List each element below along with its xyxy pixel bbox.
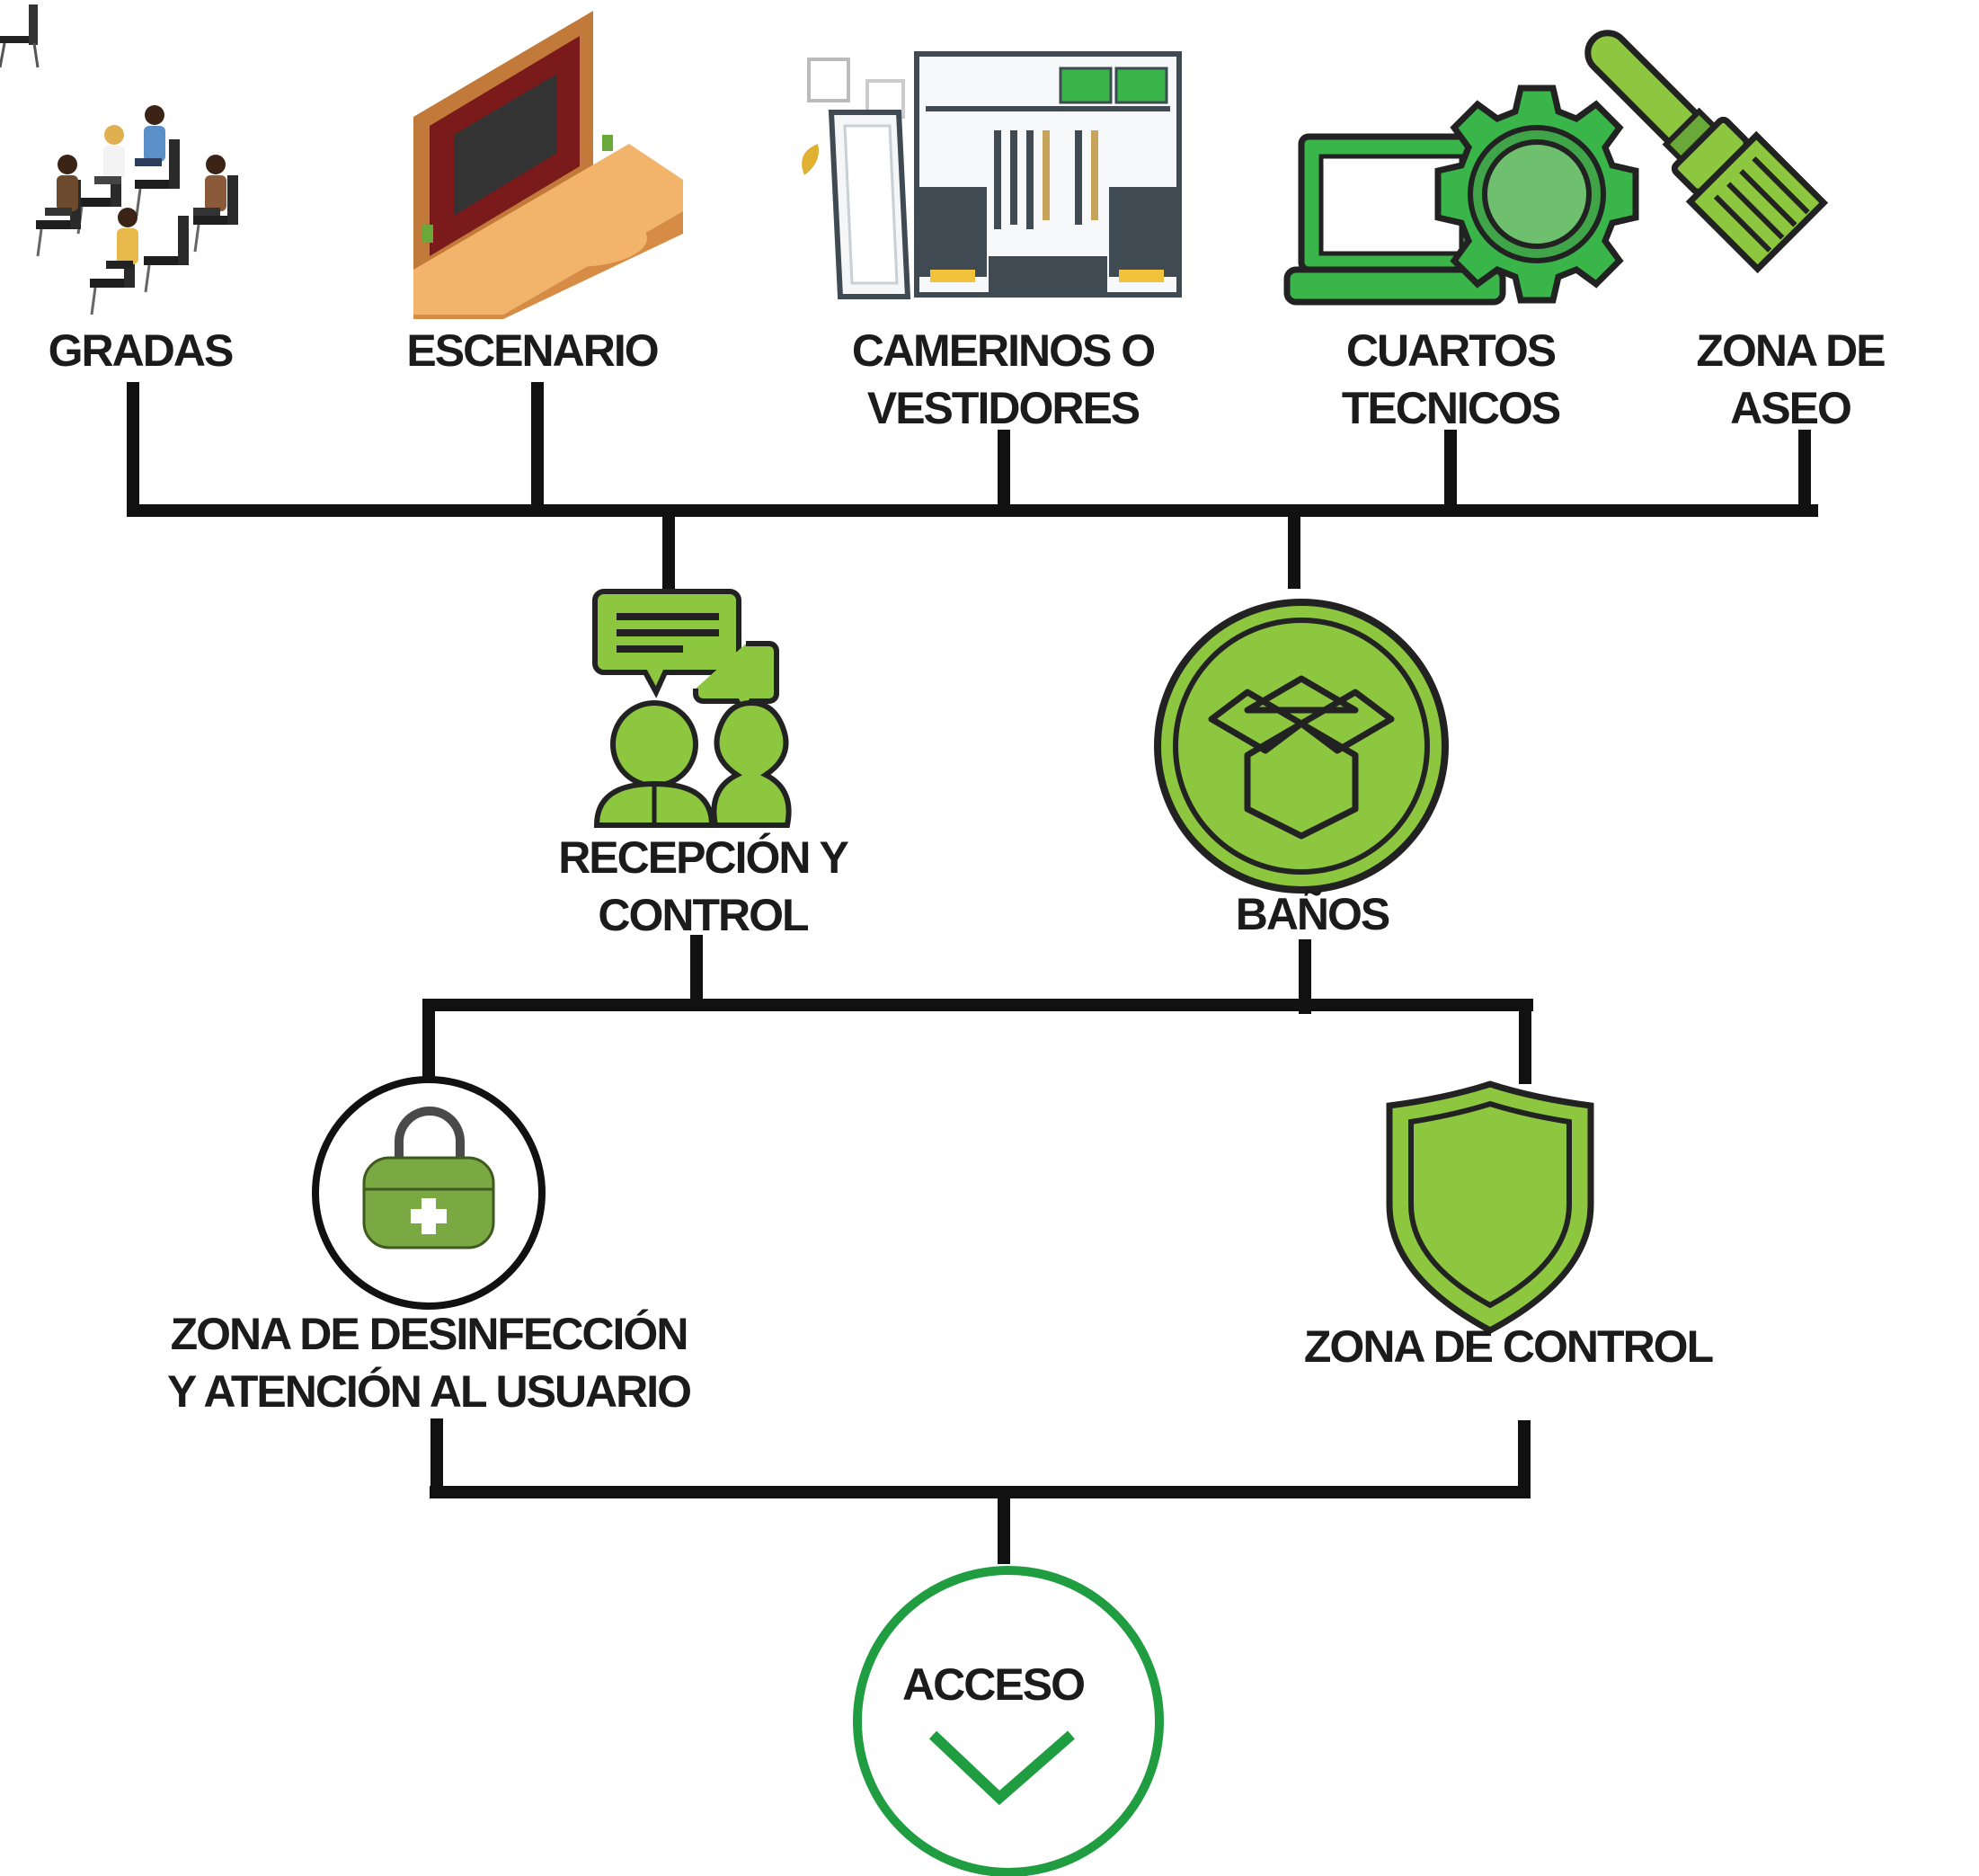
label-banos: BAÑOS [1235,889,1391,939]
acceso-circle [853,1566,1164,1876]
label-gradas: GRADAS [48,325,235,376]
box-badge-icon [1154,599,1449,894]
label-control: ZONA DE CONTROL [1303,1321,1714,1372]
label-desinfeccion: ZONA DE DESINFECCIÓN Y ATENCIÓN AL USUAR… [166,1309,692,1417]
connector-lines [127,382,1818,1564]
people-chat-icon [592,589,792,828]
label-recepcion: RECEPCIÓN Y CONTROL [558,832,849,940]
audience-seats-icon [0,4,238,316]
theater-stage-icon [413,11,683,319]
paint-brush-icon [1584,30,1829,274]
laptop-gear-icon [1283,84,1639,306]
label-escenario: ESCENARIO [406,325,659,376]
label-acceso: ACCESO [902,1659,1086,1710]
label-aseo: ZONA DE ASEO [1696,325,1886,433]
wardrobe-icon [802,51,1182,299]
chevron-down-icon [928,1730,1075,1806]
first-aid-kit-icon [312,1076,546,1310]
shield-icon [1386,1080,1594,1334]
label-cuartos: CUARTOS TECNICOS [1341,325,1561,433]
label-camerinos: CAMERINOS O VESTIDORES [851,325,1156,433]
